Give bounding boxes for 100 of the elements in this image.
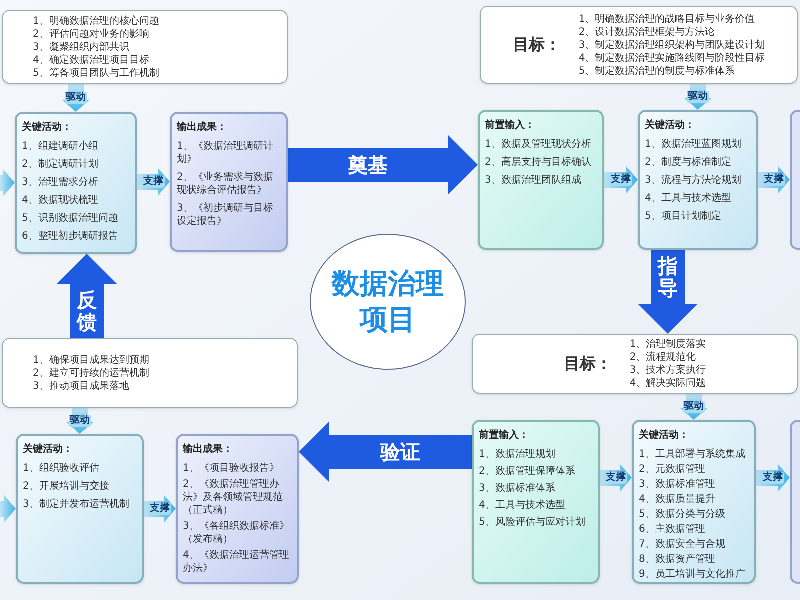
list-item: 4、制定数据治理实施路线图与阶段性目标	[578, 52, 766, 64]
goal-label: 目标：	[564, 353, 612, 375]
block-arrow	[288, 135, 478, 195]
list-item: 3、治理需求分析	[22, 176, 100, 189]
list-item: 4、数据现状梳理	[22, 194, 100, 207]
input-card	[472, 420, 600, 584]
card-title: 关键活动：	[22, 121, 73, 134]
edge-label: 驱动	[683, 401, 705, 413]
goal-label: 目标：	[512, 34, 561, 56]
list-item: 2、制度与标准制定	[645, 156, 732, 169]
list-item: 1、确保项目成果达到预期	[33, 354, 150, 366]
list-item: 7、数据安全与合规	[639, 538, 726, 551]
edge-label: 验证	[380, 442, 420, 462]
card-title: 前置输入：	[485, 119, 536, 132]
card-title: 前置输入：	[479, 429, 530, 442]
list-item: 2、数据管理保障体系	[479, 465, 576, 478]
list-item: 3、推动项目成果落地	[33, 380, 130, 392]
goal-box	[2, 10, 288, 84]
list-item: 5、项目计划制定	[645, 210, 722, 223]
list-item: 3、流程与方法论规划	[645, 174, 742, 187]
list-item: 1、工具部署与系统集成	[639, 448, 746, 461]
list-item: 9、员工培训与文化推广	[639, 568, 746, 581]
list-item: 4、确定数据治理项目目标	[33, 54, 150, 66]
list-item: 3、数据标准体系	[479, 482, 556, 495]
list-item: 3、数据治理团队组成	[485, 174, 582, 187]
activity-card	[632, 420, 756, 584]
card-title: 输出成果：	[177, 121, 228, 134]
list-item: 4、工具与技术选型	[479, 499, 566, 512]
edge-label: 指导	[658, 255, 678, 299]
list-item: 6、整理初步调研报告	[22, 230, 120, 243]
arrow	[0, 169, 15, 197]
list-item: 2、建立可持续的运营机制	[33, 366, 150, 380]
arrow	[0, 495, 16, 523]
edge-label: 支撑	[763, 174, 785, 186]
card-title: 关键活动：	[23, 443, 74, 456]
card-title: 输出成果：	[183, 443, 234, 456]
list-item: 2、开展培训与交接	[23, 480, 110, 493]
block-arrow	[57, 254, 117, 338]
list-item: 2、高层支持与目标确认	[485, 156, 592, 169]
output-card	[170, 112, 288, 252]
block-arrow	[638, 250, 698, 334]
list-item: 1、组织验收评估	[23, 462, 100, 475]
input-card	[478, 110, 604, 250]
list-item: 2、《业务需求与数据现状综合评估报告》	[177, 171, 274, 197]
list-item: 2、流程规范化	[630, 351, 698, 364]
list-item: 1、组建调研小组	[22, 140, 100, 153]
edge-label: 驱动	[687, 91, 709, 103]
list-item: 2、设计数据治理框架与方法论	[578, 26, 716, 38]
list-item: 4、《数据治理运营管理办法》	[183, 549, 290, 575]
list-item: 1、数据治理规划	[479, 448, 556, 461]
list-item: 5、数据分类与分级	[639, 508, 726, 521]
goal-box	[480, 6, 798, 84]
list-item: 3、数据标准管理	[639, 478, 716, 491]
output-card	[176, 434, 299, 584]
edge-label: 驱动	[69, 415, 91, 427]
edge-label: 驱动	[65, 92, 87, 104]
list-item: 2、制定调研计划	[22, 158, 100, 171]
list-item: 3、制定并发布运营机制	[23, 498, 130, 511]
edge-label: 奠基	[348, 155, 388, 175]
list-item: 3、《各组织数据标准》（发布稿）	[183, 520, 290, 546]
edge-label: 反馈	[77, 289, 97, 333]
list-item: 3、凝聚组织内部共识	[33, 40, 130, 54]
project-title: 数据治理项目	[330, 266, 445, 338]
list-item: 2、元数据管理	[639, 463, 706, 476]
list-item: 4、解决实际问题	[630, 377, 706, 390]
activity-card	[16, 434, 144, 584]
edge-label: 支撑	[149, 503, 171, 515]
list-item: 5、筹备项目团队与工作机制	[33, 66, 160, 80]
list-item: 3、《初步调研与目标设定报告》	[177, 202, 274, 228]
list-item: 4、数据质量提升	[639, 493, 716, 506]
activity-card	[638, 110, 758, 250]
edge-label: 支撑	[605, 472, 627, 484]
activity-card	[15, 112, 137, 254]
card-title: 关键活动：	[639, 429, 690, 442]
list-item: 1、治理制度落实	[630, 338, 706, 351]
list-item: 1、明确数据治理的战略目标与业务价值	[578, 12, 756, 26]
list-item: 5、制定数据治理的制度与标准体系	[578, 64, 736, 78]
list-item: 1、数据治理蓝图规划	[645, 138, 742, 151]
block-arrow	[299, 422, 472, 482]
goal-box	[472, 334, 798, 394]
card-title: 关键活动：	[645, 119, 696, 132]
list-item: 1、数据及管理现状分析	[485, 138, 592, 151]
list-item: 8、数据资产管理	[639, 553, 716, 566]
edge-label: 支撑	[762, 472, 784, 484]
list-item: 1、明确数据治理的核心问题	[33, 14, 160, 28]
list-item: 1、《数据治理调研计划》	[177, 140, 274, 166]
list-item: 6、主数据管理	[639, 523, 706, 536]
list-item: 2、评估问题对业务的影响	[33, 28, 150, 40]
list-item: 3、技术方案执行	[630, 364, 706, 377]
list-item: 2、《数据治理管理办法》及各领域管理规范（正式稿）	[183, 478, 284, 517]
list-item: 5、风险评估与应对计划	[479, 516, 586, 529]
card	[790, 110, 800, 250]
list-item: 4、工具与技术选型	[645, 192, 732, 205]
card	[790, 420, 800, 584]
edge-label: 支撑	[610, 174, 632, 186]
list-item: 1、《项目验收报告》	[183, 462, 280, 475]
list-item: 3、制定数据治理组织架构与团队建设计划	[578, 38, 766, 52]
goal-box	[2, 338, 298, 408]
edge-label: 支撑	[142, 176, 164, 188]
list-item: 5、识别数据治理问题	[22, 212, 120, 225]
